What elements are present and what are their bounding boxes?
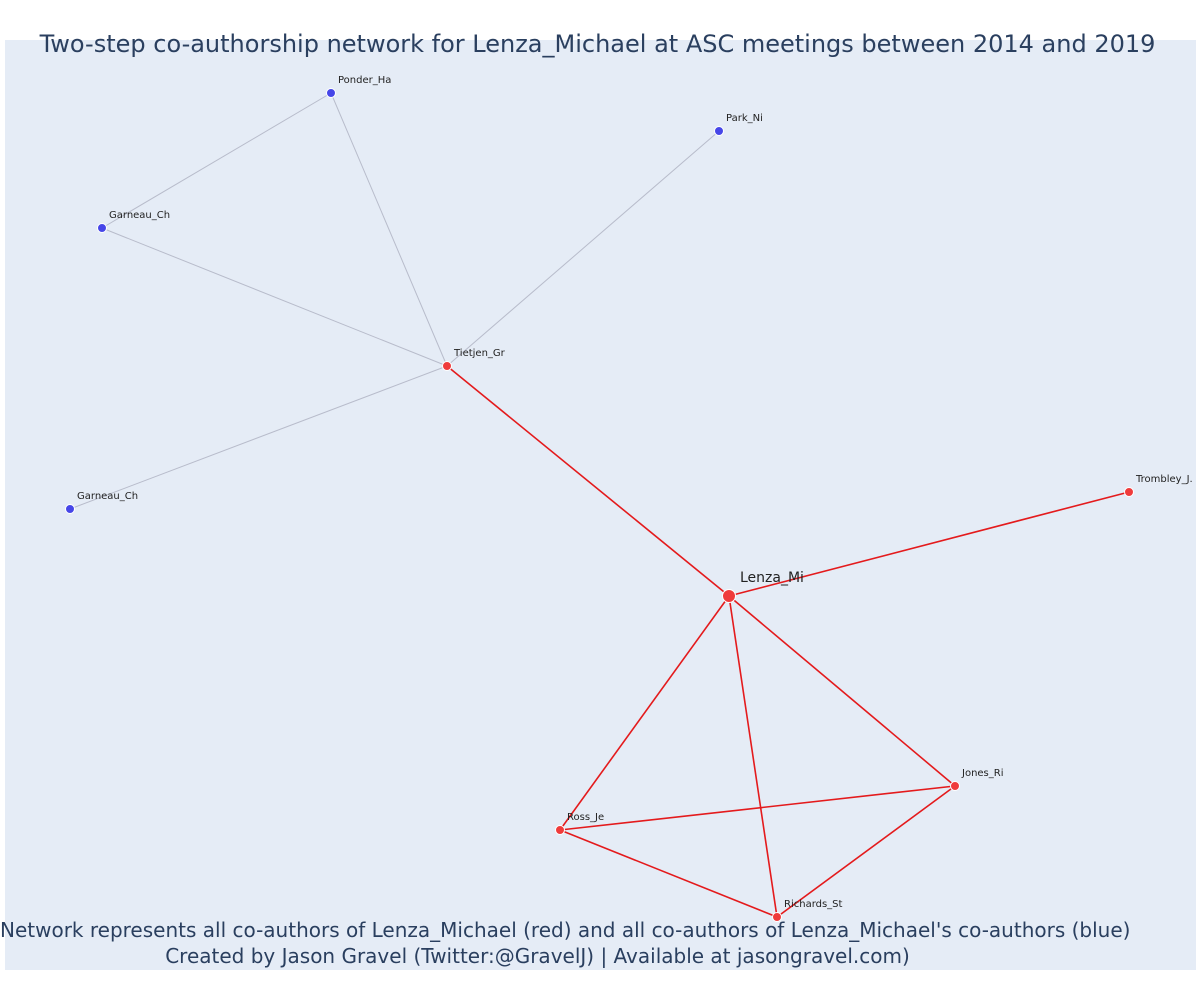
node-lenza[interactable] xyxy=(722,589,736,603)
caption-line-1: Network represents all co-authors of Len… xyxy=(0,918,1131,942)
edge-ross-richards xyxy=(559,829,778,918)
caption-line-2: Created by Jason Gravel (Twitter:@Gravel… xyxy=(165,944,910,968)
node-label-park: Park_Ni xyxy=(726,113,763,124)
edge-ponder-garneau1 xyxy=(101,92,332,229)
node-richards[interactable] xyxy=(772,912,782,922)
edges-layer xyxy=(69,92,1130,918)
node-garneau2[interactable] xyxy=(65,504,75,514)
node-label-richards: Richards_St xyxy=(784,899,843,910)
chart-title: Two-step co-authorship network for Lenza… xyxy=(39,30,1156,58)
node-label-trombley: Trombley_J. xyxy=(1135,474,1193,485)
node-label-tietjen: Tietjen_Gr xyxy=(453,348,506,359)
edge-lenza-jones xyxy=(728,595,956,787)
node-tietjen[interactable] xyxy=(442,361,452,371)
edge-lenza-richards xyxy=(728,595,778,918)
edge-lenza-tietjen xyxy=(446,365,730,597)
node-ponder[interactable] xyxy=(326,88,336,98)
edge-lenza-ross xyxy=(559,595,730,831)
node-label-ross: Ross_Je xyxy=(567,812,604,823)
edge-richards-jones xyxy=(776,785,956,918)
node-garneau1[interactable] xyxy=(97,223,107,233)
node-trombley[interactable] xyxy=(1124,487,1134,497)
edge-tietjen-ponder xyxy=(330,92,448,367)
node-label-ponder: Ponder_Ha xyxy=(338,75,391,86)
node-label-lenza: Lenza_Mi xyxy=(740,570,804,586)
node-park[interactable] xyxy=(714,126,724,136)
plot-background xyxy=(5,40,1196,970)
node-label-jones: Jones_Ri xyxy=(961,768,1004,779)
node-label-garneau2: Garneau_Ch xyxy=(77,491,138,502)
edge-lenza-trombley xyxy=(728,491,1130,597)
edge-tietjen-park xyxy=(446,130,720,367)
edge-tietjen-garneau1 xyxy=(101,227,448,367)
node-label-garneau1: Garneau_Ch xyxy=(109,210,170,221)
edge-ross-jones xyxy=(559,785,956,831)
nodes-layer xyxy=(65,88,1134,922)
node-ross[interactable] xyxy=(555,825,565,835)
edge-tietjen-garneau2 xyxy=(69,365,448,510)
node-jones[interactable] xyxy=(950,781,960,791)
